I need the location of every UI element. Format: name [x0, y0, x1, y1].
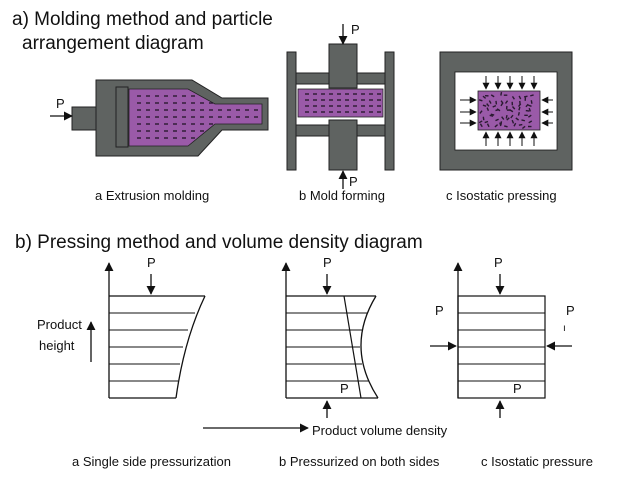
particle-dash — [517, 112, 520, 116]
particle-dash — [489, 114, 494, 117]
isostatic-top-p: P — [494, 255, 503, 270]
both-sides-diagram — [281, 262, 379, 418]
particle-dash — [506, 117, 510, 121]
caption-isostatic-pressing: c Isostatic pressing — [446, 188, 557, 203]
caption-mold-forming: b Mold forming — [299, 188, 385, 203]
particle-dash — [488, 100, 492, 104]
particle-dash — [521, 125, 526, 130]
caption-single-side-pressurization: a Single side pressurization — [72, 454, 231, 469]
particle-dash — [515, 117, 520, 121]
particle-dash — [484, 120, 489, 124]
particle-dash — [518, 123, 523, 126]
isostatic-pressure-diagram — [430, 262, 572, 418]
particle-dash — [528, 120, 533, 124]
particle-dash — [523, 95, 528, 98]
particle-dash — [517, 103, 522, 107]
isostatic-vessel — [439, 51, 573, 171]
particle-dash — [490, 94, 495, 98]
particle-dash — [499, 122, 502, 127]
particle-dash — [492, 105, 497, 108]
particle-dash — [479, 123, 483, 128]
isostatic-small-arrows — [460, 76, 553, 146]
particle-dash — [500, 91, 503, 96]
isostatic-bottom-p: P — [513, 381, 522, 396]
particle-dash — [486, 103, 490, 107]
particle-dash — [530, 100, 533, 104]
section-a-title-line2: arrangement diagram — [22, 33, 204, 54]
both-sides-top-p: P — [323, 255, 332, 270]
section-b-title: b) Pressing method and volume density di… — [15, 232, 423, 253]
particle-dash — [486, 123, 490, 128]
particle-dash — [511, 95, 515, 100]
y-axis-label-product: Product — [37, 317, 82, 332]
particle-dash — [478, 99, 483, 102]
section-a-title-line1: a) Molding method and particle — [12, 9, 273, 30]
particle-dash — [482, 95, 487, 99]
caption-extrusion-molding: a Extrusion molding — [95, 188, 210, 203]
particle-dash — [504, 125, 508, 128]
particle-dash — [500, 102, 504, 107]
both-sides-density-curve — [360, 295, 379, 399]
particle-dash — [510, 114, 514, 119]
extrusion-powder — [128, 88, 263, 147]
mold-particles — [305, 93, 381, 113]
mold-bottom-pressure-label: P — [349, 174, 358, 189]
particle-dash — [525, 103, 529, 108]
particle-dash — [486, 107, 490, 112]
extrusion-pressure-label: P — [56, 96, 65, 111]
caption-pressurized-on-both-sides: b Pressurized on both sides — [279, 454, 440, 469]
single-side-diagram — [104, 262, 206, 399]
particle-dash — [513, 122, 517, 127]
extrusion-mold — [71, 79, 269, 157]
y-axis-label-height: height — [39, 338, 75, 353]
particle-dash — [518, 106, 521, 111]
isostatic-particles — [478, 91, 534, 130]
particle-dash — [504, 100, 509, 104]
isostatic-stray-mark: ı — [563, 323, 566, 334]
single-side-density-curve — [175, 295, 206, 399]
particle-dash — [527, 114, 532, 118]
particle-dash — [496, 108, 501, 112]
particle-dash — [479, 110, 483, 114]
isostatic-right-p: P — [566, 303, 575, 318]
x-axis-label: Product volume density — [312, 423, 448, 438]
particle-dash — [494, 124, 499, 128]
particle-dash — [509, 109, 514, 113]
particle-dash — [501, 116, 505, 120]
particle-dash — [511, 106, 516, 110]
particle-dash — [505, 114, 508, 119]
particle-dash — [518, 95, 522, 100]
single-side-top-p: P — [147, 255, 156, 270]
mold-top-pressure-label: P — [351, 22, 360, 37]
particle-dash — [528, 107, 531, 112]
particle-dash — [525, 109, 530, 112]
particle-dash — [527, 104, 532, 107]
isostatic-left-p: P — [435, 303, 444, 318]
particle-dash — [521, 119, 526, 122]
particle-dash — [478, 120, 483, 124]
both-sides-bottom-p: P — [340, 381, 349, 396]
particle-dash — [490, 113, 495, 116]
particle-dash — [482, 104, 487, 107]
particle-dash — [511, 119, 515, 124]
particle-dash — [530, 94, 534, 97]
caption-isostatic-pressure: c Isostatic pressure — [481, 454, 593, 469]
mold-forming — [286, 43, 395, 171]
particle-dash — [495, 118, 499, 122]
extrusion-particles — [137, 95, 258, 139]
mold-powder — [297, 88, 384, 118]
